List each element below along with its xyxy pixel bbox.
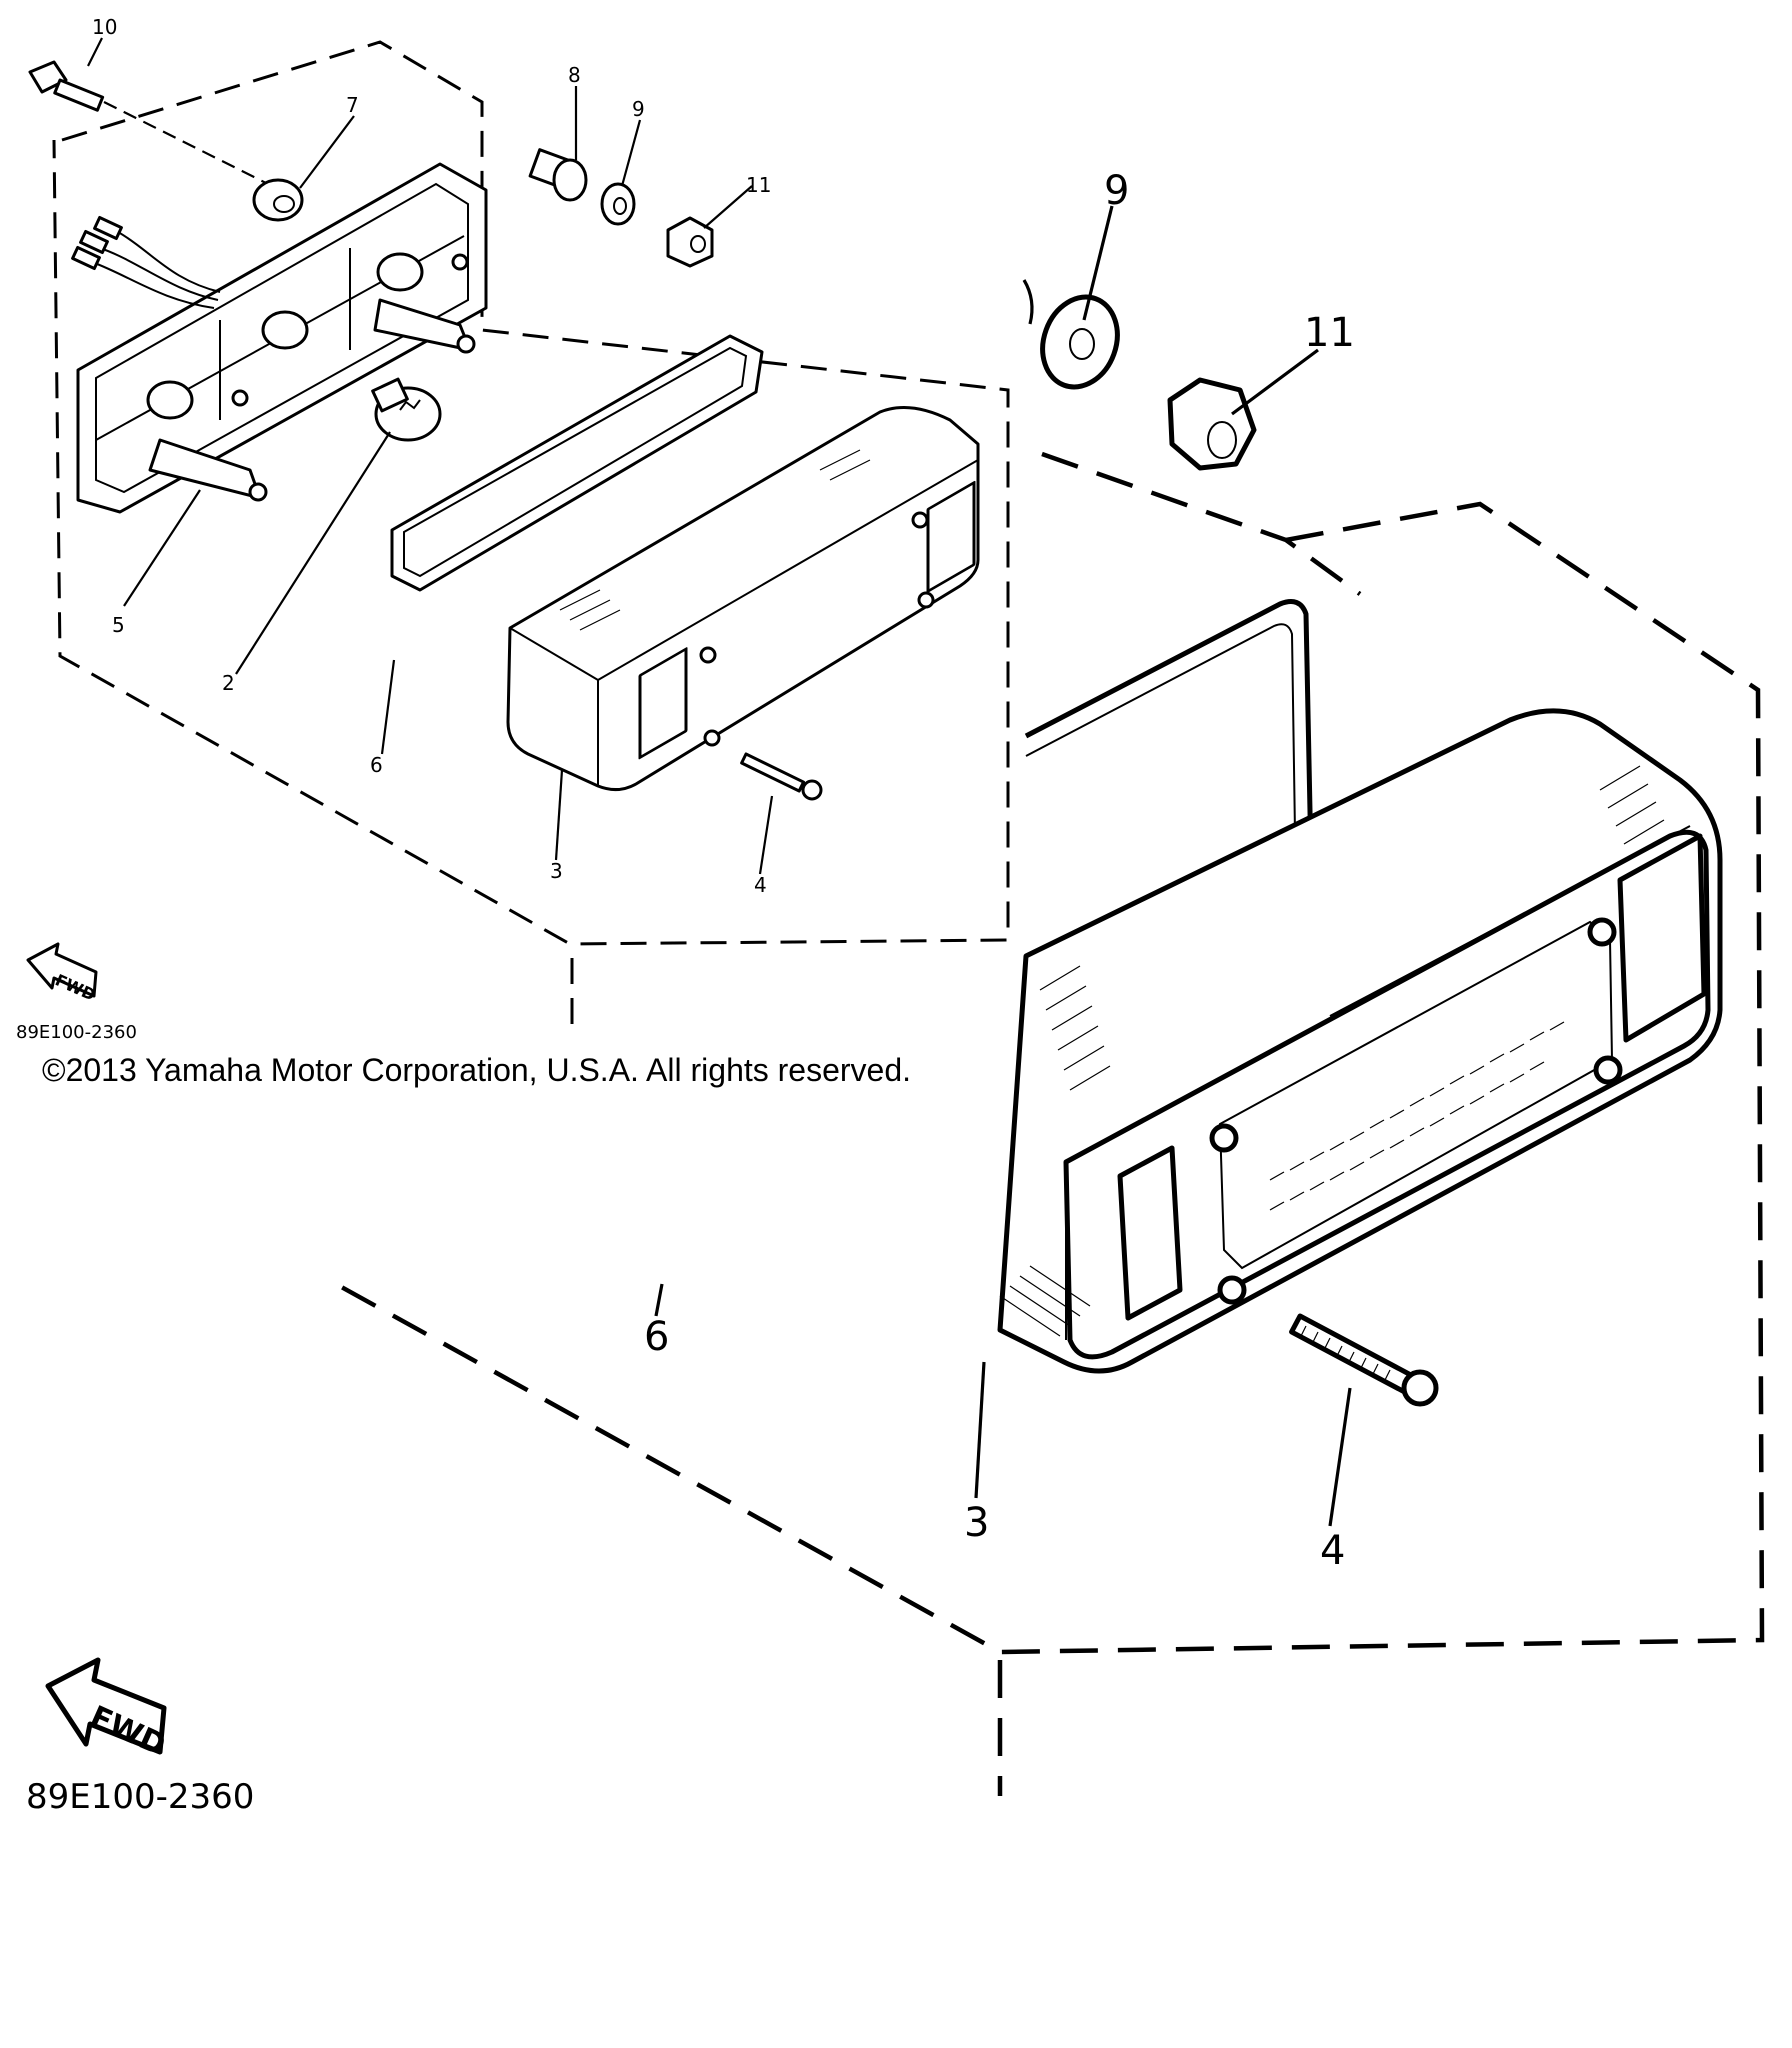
washer-9 [600, 182, 636, 226]
diagram-code-small: 89E100-2360 [16, 1022, 137, 1043]
fwd-arrow-large: FWD [45, 1657, 171, 1763]
diagram-code-large: 89E100-2360 [26, 1777, 254, 1817]
callout-large-11: 11 [1304, 310, 1355, 356]
callout-small-6: 6 [370, 753, 383, 777]
small-exploded-view: 10 7 8 9 11 5 2 6 3 4 FWD 89E100-2360 [16, 15, 1010, 1043]
grommet-7 [252, 178, 304, 222]
callout-small-8: 8 [568, 63, 581, 87]
screw-4-large [1289, 1313, 1439, 1407]
nut-11-large [1167, 377, 1257, 471]
callout-large-9: 9 [1104, 168, 1129, 214]
callout-large-3: 3 [964, 1500, 989, 1546]
lens-3-large [997, 708, 1723, 1374]
bolt-10 [28, 60, 105, 112]
callout-small-10: 10 [92, 15, 117, 39]
callout-small-2: 2 [222, 671, 235, 695]
collar-8 [528, 148, 588, 202]
nut-11 [666, 216, 714, 268]
callout-small-11: 11 [746, 173, 771, 197]
callout-small-9: 9 [632, 97, 645, 121]
bulb-2 [371, 377, 442, 442]
callout-small-4: 4 [754, 873, 767, 897]
screw-4 [740, 752, 823, 801]
copyright-notice: ©2013 Yamaha Motor Corporation, U.S.A. A… [42, 1052, 912, 1088]
callout-large-6: 6 [644, 1314, 669, 1360]
callout-small-5: 5 [112, 613, 125, 637]
callout-small-3: 3 [550, 859, 563, 883]
lens-3 [506, 406, 980, 791]
gasket-6 [390, 334, 764, 592]
callout-large-4: 4 [1320, 1528, 1345, 1574]
fwd-arrow-small: FWD [26, 942, 98, 1005]
large-detail-view: 9 11 6 3 4 FWD 89E100-2360 [26, 168, 1765, 1817]
tail-light-housing [71, 162, 488, 514]
callout-small-7: 7 [346, 93, 359, 117]
washer-9-large [1022, 279, 1120, 390]
